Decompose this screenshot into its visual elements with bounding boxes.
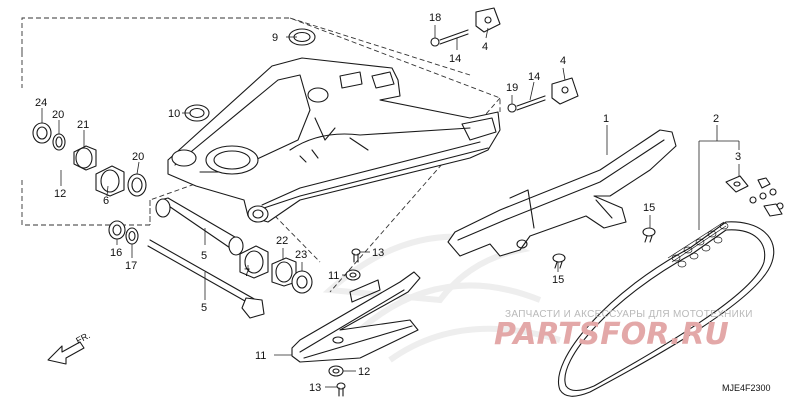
watermark: ЗАПЧАСТИ И АКСЕССУАРЫ ДЛЯ МОТОТЕХНИКИ PA… xyxy=(494,309,753,352)
callout-9-lower: 10 xyxy=(168,108,180,120)
watermark-logo: PARTSFOR.RU xyxy=(494,317,729,352)
callout-13-lower: 13 xyxy=(309,382,321,394)
callout-16: 16 xyxy=(110,247,122,259)
callout-7: 6 xyxy=(103,195,109,207)
callout-14-upper: 14 xyxy=(449,53,461,65)
bolt-15-right xyxy=(642,227,656,243)
callout-15-lower: 15 xyxy=(552,274,564,286)
chain-adjuster-lower xyxy=(507,77,579,113)
grommet-11-lower xyxy=(328,365,344,377)
pivot-collar-6 xyxy=(155,197,244,256)
watermark-caption: ЗАПЧАСТИ И АКСЕССУАРЫ ДЛЯ МОТОТЕХНИКИ xyxy=(505,309,753,320)
bolt-13-upper xyxy=(351,248,361,263)
callouts: 9 10 18 14 4 19 14 4 1 2 3 15 15 13 11 1… xyxy=(35,12,741,394)
callout-6: 5 xyxy=(201,250,207,262)
front-arrow-label: FR. xyxy=(74,330,91,346)
chain-adjuster-upper xyxy=(430,7,501,47)
pivot-bolt-5 xyxy=(147,239,265,319)
drive-chain xyxy=(558,221,775,397)
callout-11-upper: 11 xyxy=(328,270,339,282)
callout-4-lower: 4 xyxy=(560,55,566,67)
callout-19: 20 xyxy=(52,109,64,121)
front-arrow: FR. xyxy=(47,330,92,365)
callout-13-upper: 13 xyxy=(372,247,384,259)
callout-1: 1 xyxy=(603,113,609,125)
callout-10: 11 xyxy=(255,350,266,362)
bolt-15-lower xyxy=(552,253,566,269)
leader-lines xyxy=(41,25,740,388)
callout-12: 12 xyxy=(54,188,66,200)
callout-8: 7 xyxy=(244,267,250,279)
collar-16-washer-18 xyxy=(108,220,139,245)
callout-18: 17 xyxy=(125,260,137,272)
callout-15-right: 15 xyxy=(643,202,655,214)
callout-2: 2 xyxy=(713,113,719,125)
callout-4-upper: 4 xyxy=(482,41,488,53)
callout-14-lower: 14 xyxy=(528,71,540,83)
assembly-outline xyxy=(21,17,501,226)
swingarm xyxy=(167,57,501,223)
callout-17-lower: 19 xyxy=(506,82,518,94)
master-link-kit xyxy=(725,175,784,217)
callout-22: 22 xyxy=(276,235,288,247)
callout-11-lower: 12 xyxy=(358,366,370,378)
callout-5: 5 xyxy=(201,302,207,314)
bolt-13-lower xyxy=(336,382,346,397)
callout-24: 24 xyxy=(35,97,47,109)
chain-links-detail xyxy=(671,222,729,268)
callout-20: 20 xyxy=(132,151,144,163)
callout-23: 23 xyxy=(295,249,307,261)
bearing-stack-right xyxy=(239,245,313,294)
chain-slider xyxy=(291,271,421,363)
drawing-code: MJE4F2300 xyxy=(722,383,771,393)
bearing-stack-left xyxy=(32,122,147,197)
callout-3: 3 xyxy=(735,151,741,163)
callout-21: 21 xyxy=(77,119,89,131)
chain-case xyxy=(447,129,677,257)
callout-17-upper: 18 xyxy=(429,12,441,24)
grommet-11-upper xyxy=(345,269,361,281)
callout-9-upper: 9 xyxy=(272,32,278,44)
